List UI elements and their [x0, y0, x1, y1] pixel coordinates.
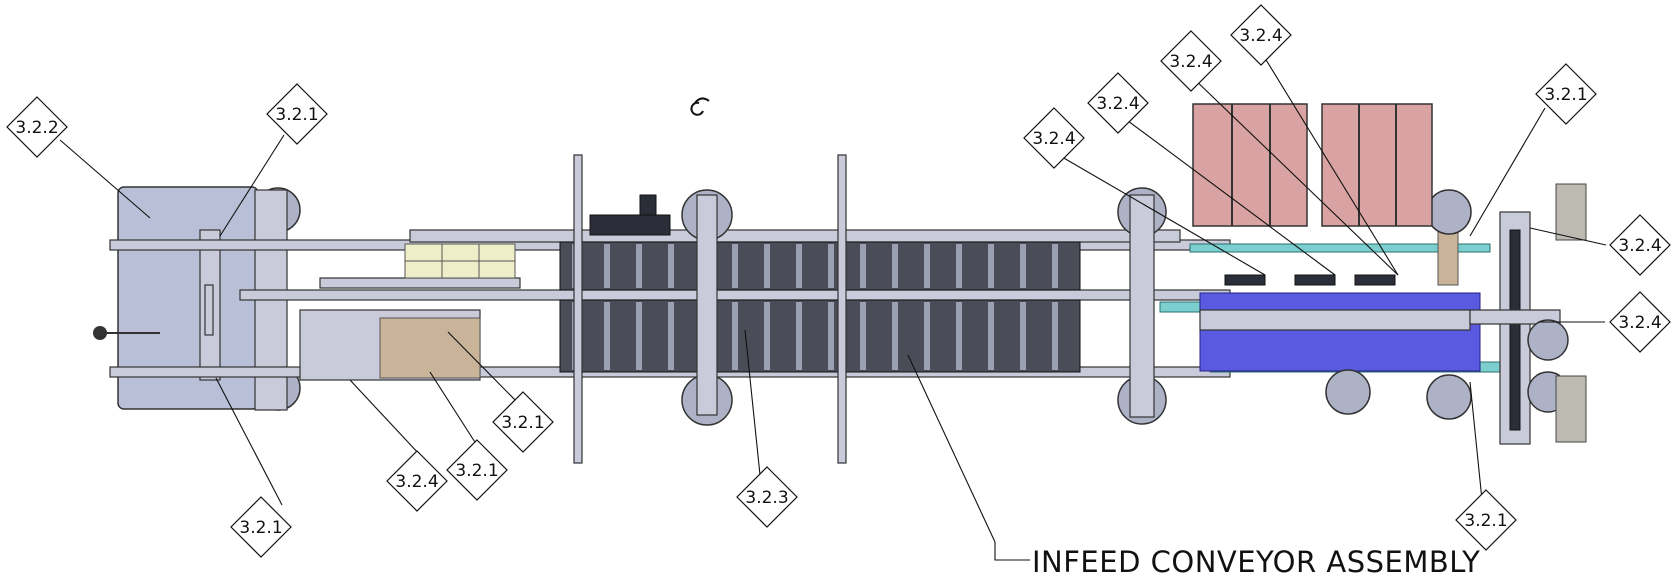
callout-3.2.4-right-lower: 3.2.4	[1609, 291, 1671, 353]
callout-3.2.4-a: 3.2.4	[1023, 107, 1085, 169]
callout-3.2.4-d: 3.2.4	[1230, 4, 1292, 66]
machine-drawing	[93, 97, 1587, 464]
callout-label: 3.2.3	[745, 488, 788, 508]
callout-label: 3.2.1	[501, 413, 544, 433]
callout-3.2.1-bottom-left: 3.2.1	[230, 496, 292, 558]
callout-label: 3.2.4	[395, 472, 438, 492]
callout-label: 3.2.1	[1544, 85, 1587, 105]
assembly-title: INFEED CONVEYOR ASSEMBLY	[1032, 545, 1480, 579]
callout-label: 3.2.1	[455, 461, 498, 481]
right-section	[1159, 183, 1587, 445]
callout-label: 3.2.1	[1464, 511, 1507, 531]
callout-3.2.1-top-right: 3.2.1	[1535, 63, 1597, 125]
callout-3.2.4-right-upper: 3.2.4	[1609, 214, 1671, 276]
pink-boxes	[1192, 103, 1433, 227]
leader-lines	[59, 49, 1607, 561]
callout-label: 3.2.4	[1032, 129, 1075, 149]
callout-label: 3.2.1	[275, 105, 318, 125]
callout-3.2.1-bottom-right: 3.2.1	[1455, 489, 1517, 551]
callout-3.2.4-bottom: 3.2.4	[386, 450, 448, 512]
callout-label: 3.2.4	[1096, 94, 1139, 114]
callout-label: 3.2.1	[239, 518, 282, 538]
callout-3.2.3-roller-bed: 3.2.3	[736, 466, 798, 528]
yellow-boxes	[404, 243, 516, 279]
callout-3.2.4-b: 3.2.4	[1087, 72, 1149, 134]
callout-3.2.1-top-left: 3.2.1	[266, 83, 328, 145]
callout-3.2.2-left-cabinet: 3.2.2	[6, 96, 68, 158]
callout-label: 3.2.4	[1618, 236, 1661, 256]
callout-3.2.1-motor: 3.2.1	[492, 391, 554, 453]
callout-label: 3.2.4	[1618, 313, 1661, 333]
callout-3.2.1-bottom-mid: 3.2.1	[446, 439, 508, 501]
callout-label: 3.2.4	[1169, 52, 1212, 72]
posts-and-casters	[573, 97, 1167, 464]
roller-bed	[559, 241, 1081, 373]
callout-label: 3.2.4	[1239, 26, 1282, 46]
callout-label: 3.2.2	[15, 118, 58, 138]
callout-3.2.4-c: 3.2.4	[1160, 30, 1222, 92]
